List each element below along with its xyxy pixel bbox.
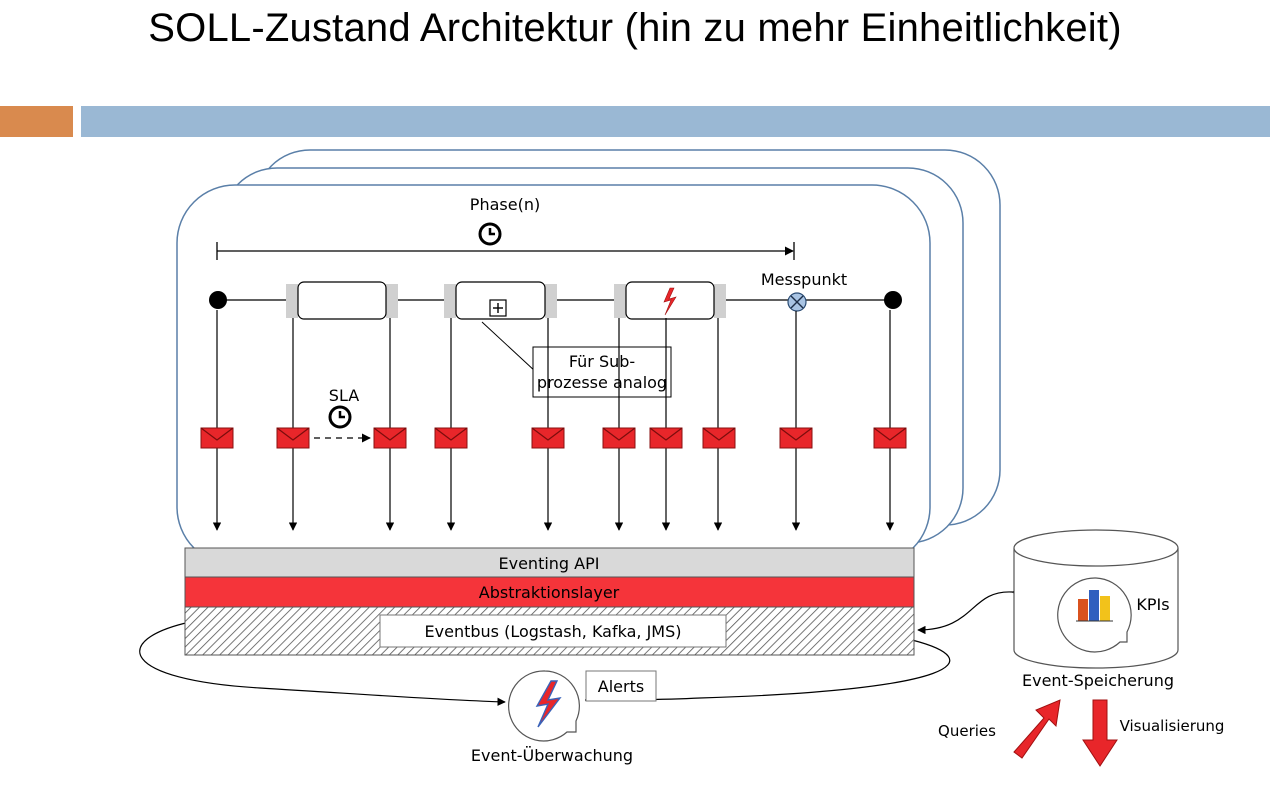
sla-label: SLA [329,386,359,405]
monitoring-loop [139,621,506,706]
layer-stack: Eventing API Abstraktionslayer Eventbus … [184,547,915,656]
accent-bar-orange [0,106,73,137]
subprocess-note-box [532,346,672,398]
kpis-label: KPIs [1136,595,1169,614]
envelope-icon [200,427,234,449]
bar-chart-icon [1076,590,1113,622]
start-event [209,291,227,309]
subprocess-note-line2: prozesse analog [537,373,667,392]
queries-arrow [1013,699,1061,759]
envelope-icon [779,427,813,449]
phase-label: Phase(n) [470,195,540,214]
task-box-1 [286,281,398,320]
envelope-icon [649,427,683,449]
envelope-icon [602,427,636,449]
subprocess-note-line1: Für Sub- [569,352,635,371]
cross-circle-icon [787,292,807,312]
alerts-label: Alerts [598,677,644,696]
storage-connector [917,588,1020,635]
envelope-icon [702,427,736,449]
envelope-icon [434,427,468,449]
event-ueberwachung-caption: Event-Überwachung [471,746,633,765]
envelope-icon [373,427,407,449]
slide-title: SOLL-Zustand Architektur (hin zu mehr Ei… [148,6,1122,50]
lightning-icon [663,287,677,316]
abstraktionslayer-label: Abstraktionslayer [479,583,620,602]
alerts-box [585,670,657,702]
note-connector [481,321,537,373]
envelope-icon [531,427,565,449]
event-monitoring-icon [508,670,580,742]
messpunkt-label: Messpunkt [761,270,847,289]
event-speicherung-caption: Event-Speicherung [1022,671,1174,690]
visualisierung-arrow [1082,699,1118,767]
task-box-error [614,281,726,320]
eventing-api-label: Eventing API [499,554,600,573]
accent-bar-blue [81,106,1270,137]
end-event [884,291,902,309]
plus-icon [489,299,507,317]
queries-label: Queries [938,722,996,740]
envelope-icon [873,427,907,449]
envelope-icon [276,427,310,449]
phase-clock-icon [478,222,502,246]
event-storage-cylinder: KPIs [1013,529,1179,669]
sla-clock-icon [328,405,352,429]
eventbus-label: Eventbus (Logstash, Kafka, JMS) [425,622,682,641]
task-box-subprocess [444,281,557,320]
event-arrows [212,310,895,531]
visualisierung-label: Visualisierung [1120,717,1225,735]
lightning-icon [535,680,562,728]
eventing-api-layer [184,547,915,578]
